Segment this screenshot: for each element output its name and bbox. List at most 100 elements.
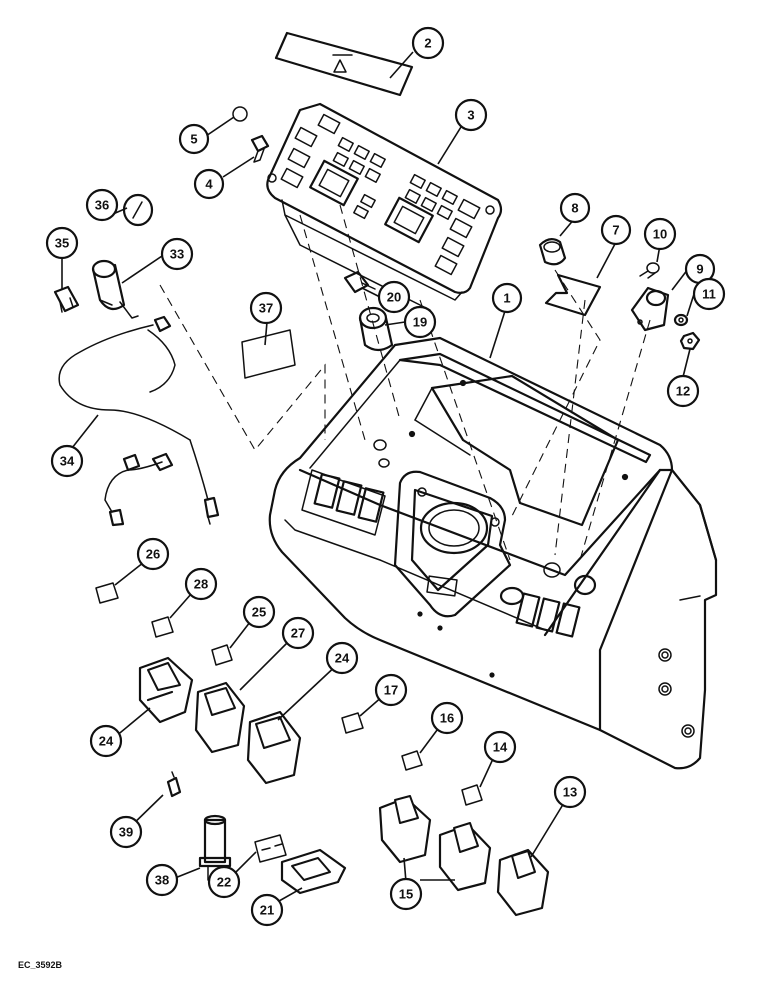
decal-37 [241, 329, 296, 379]
callout-24-left: 24 [89, 724, 123, 758]
callout-38-label: 38 [155, 873, 169, 888]
callout-25: 25 [242, 595, 276, 629]
screw-10 [639, 262, 660, 279]
cap-36 [122, 193, 154, 227]
drawing-reference: EC_3592B [18, 960, 63, 970]
nut-12 [679, 331, 701, 351]
lens-14 [461, 784, 483, 806]
callout-8-label: 8 [571, 201, 578, 216]
callout-21-label: 21 [260, 903, 274, 918]
callout-28-label: 28 [194, 577, 208, 592]
callout-22: 22 [207, 865, 241, 899]
callout-3-label: 3 [467, 108, 474, 123]
socket-9 [630, 286, 670, 332]
callout-13-label: 13 [563, 785, 577, 800]
callout-36-label: 36 [95, 198, 109, 213]
switch-27 [194, 681, 246, 754]
lighter-33 [91, 259, 139, 319]
callout-20-label: 20 [387, 290, 401, 305]
callout-4-label: 4 [205, 177, 213, 192]
callout-16: 16 [430, 701, 464, 735]
instrument-cluster [266, 102, 503, 311]
callout-39-label: 39 [119, 825, 133, 840]
callout-15: 15 [389, 877, 423, 911]
indicator-8 [538, 238, 567, 266]
callout-25-label: 25 [252, 605, 266, 620]
callout-37-label: 37 [259, 301, 273, 316]
callout-8: 8 [559, 192, 591, 224]
callout-11-label: 11 [702, 287, 716, 302]
key-20 [343, 270, 376, 294]
bulb-39 [166, 771, 182, 798]
lens-16 [401, 750, 423, 771]
callout-38: 38 [145, 863, 179, 897]
console-housing [268, 336, 718, 770]
callout-15-label: 15 [399, 887, 413, 902]
callout-26-label: 26 [146, 547, 160, 562]
callout-14-label: 14 [493, 740, 508, 755]
screw-4 [250, 134, 270, 163]
callout-33: 33 [160, 237, 194, 271]
callout-19-label: 19 [413, 315, 427, 330]
callout-21: 21 [250, 893, 284, 927]
callout-2: 2 [411, 26, 445, 60]
callout-39: 39 [109, 815, 143, 849]
switch-24-left [138, 656, 194, 724]
callout-2-label: 2 [424, 36, 431, 51]
gasket-7 [544, 273, 602, 317]
callout-37: 37 [249, 291, 283, 325]
assembly-guide-lines [159, 204, 651, 561]
callout-35: 35 [45, 226, 79, 260]
callout-22-label: 22 [217, 875, 231, 890]
callout-3: 3 [454, 98, 488, 132]
switch-15-left [378, 795, 432, 864]
callout-34: 34 [50, 444, 84, 478]
callout-17: 17 [374, 673, 408, 707]
bulb-holder-38 [198, 814, 232, 881]
callout-11: 11 [692, 277, 726, 311]
switch-13 [496, 848, 550, 917]
plug-5 [232, 106, 248, 122]
callout-9-label: 9 [696, 262, 703, 277]
callout-35-label: 35 [55, 236, 69, 251]
callout-10-label: 10 [653, 227, 667, 242]
lens-22 [254, 834, 287, 863]
callout-10: 10 [643, 217, 677, 251]
lens-26 [95, 582, 119, 604]
callout-13: 13 [553, 775, 587, 809]
callout-24-left-label: 24 [99, 734, 114, 749]
callout-27-label: 27 [291, 626, 305, 641]
callout-1-label: 1 [503, 291, 510, 306]
callout-34-label: 34 [60, 454, 75, 469]
callout-19: 19 [403, 305, 437, 339]
callout-24-right: 24 [325, 641, 359, 675]
callout-7-label: 7 [612, 223, 619, 238]
washer-11 [673, 313, 689, 327]
lens-17 [341, 712, 364, 734]
lens-28 [151, 616, 174, 638]
callout-28: 28 [184, 567, 218, 601]
callout-24-right-label: 24 [335, 651, 350, 666]
callout-5-label: 5 [190, 132, 197, 147]
lens-25 [211, 644, 233, 666]
wiring-harness [58, 315, 220, 527]
callout-14: 14 [483, 730, 517, 764]
switch-24-right [246, 710, 302, 785]
callout-16-label: 16 [440, 711, 454, 726]
callout-12: 12 [666, 374, 700, 408]
callout-27: 27 [281, 616, 315, 650]
callout-5: 5 [178, 123, 210, 155]
fuse-35 [53, 285, 80, 313]
callout-4: 4 [193, 168, 225, 200]
callout-36: 36 [85, 188, 119, 222]
switch-21 [280, 848, 347, 895]
callout-17-label: 17 [384, 683, 398, 698]
warning-decal [274, 31, 414, 97]
callout-7: 7 [600, 214, 632, 246]
callout-12-label: 12 [676, 384, 690, 399]
ignition-switch-19 [358, 306, 394, 352]
switch-15-right [438, 822, 492, 892]
callout-26: 26 [136, 537, 170, 571]
